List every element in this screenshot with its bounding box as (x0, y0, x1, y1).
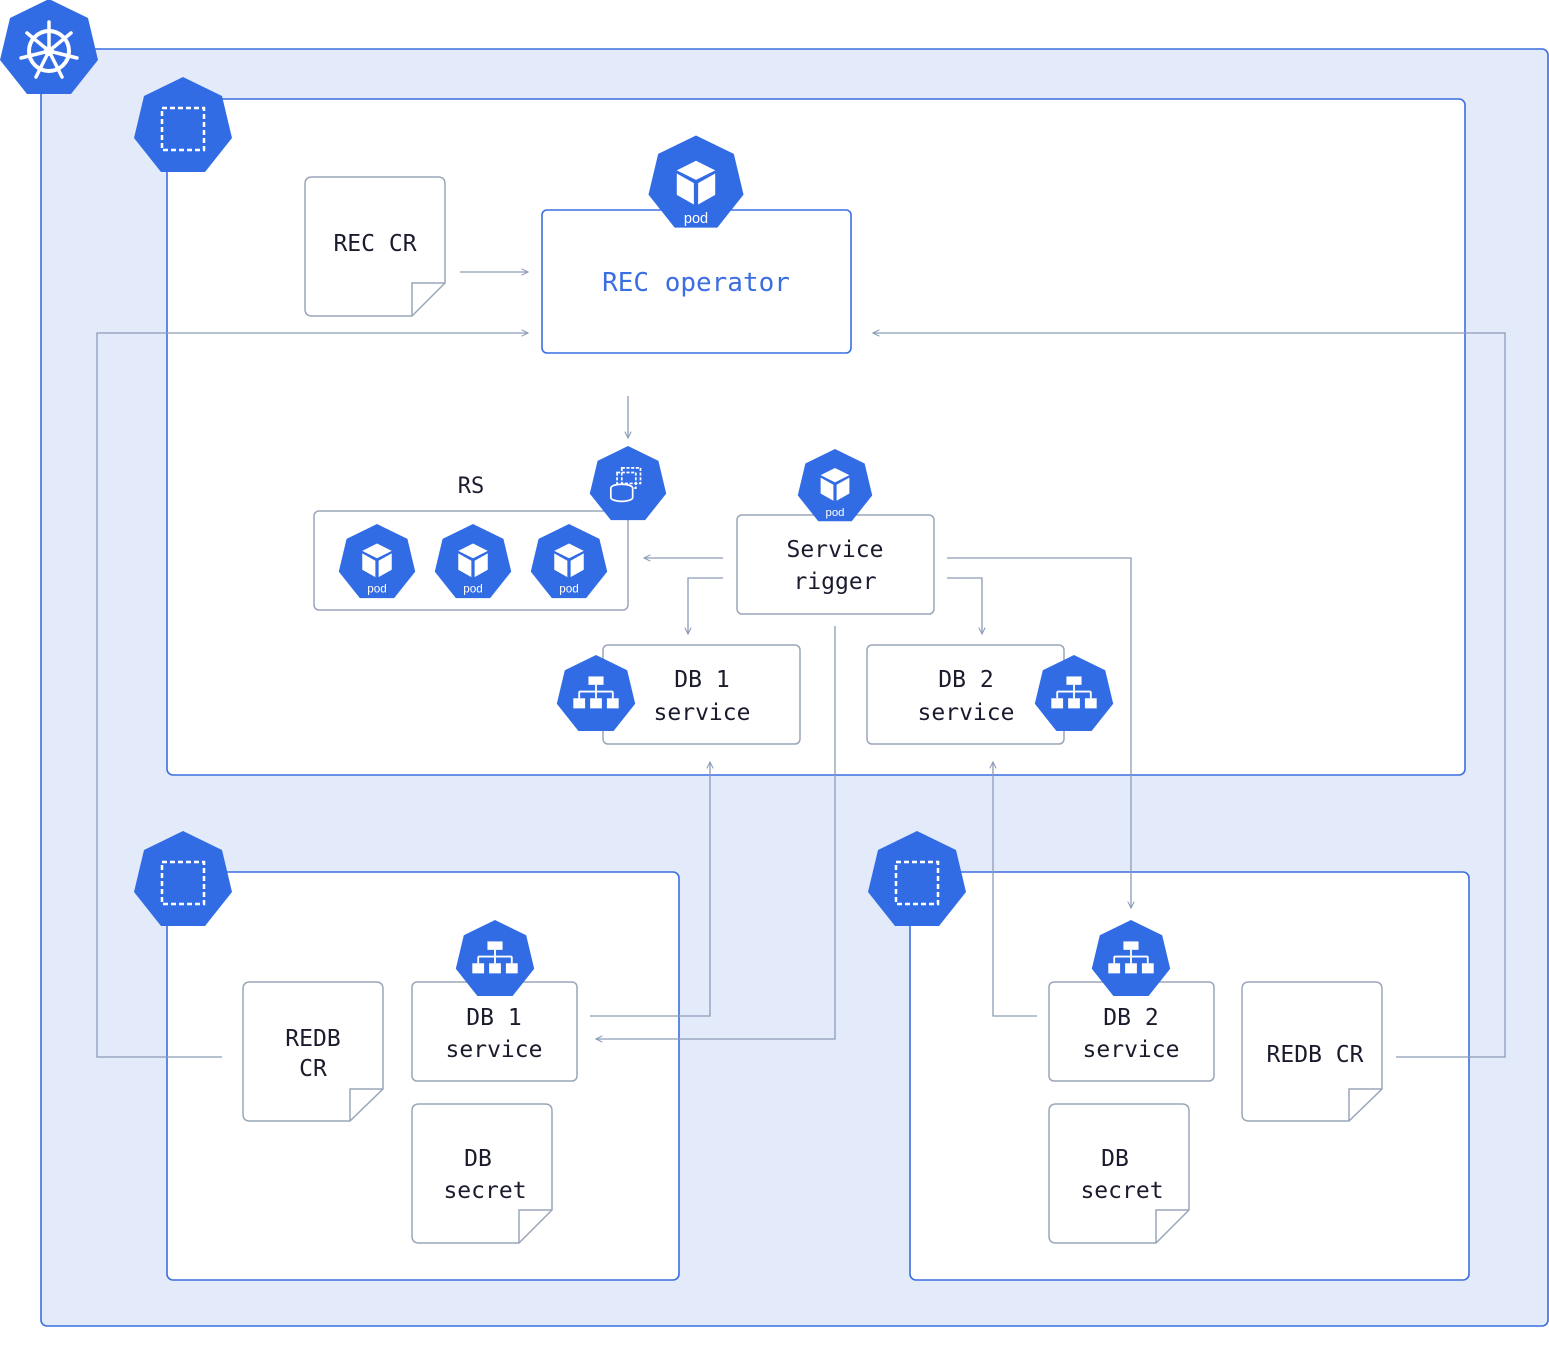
main-db1-service-box[interactable]: DB 1 service (602, 644, 801, 745)
svg-text:pod: pod (559, 583, 579, 596)
svg-text:pod: pod (825, 507, 844, 519)
right-db2-service-line2: service (1083, 1037, 1180, 1063)
arrow-rigger-to-left-db1 (596, 626, 836, 1039)
arrow-left-db1-to-main-db1 (590, 762, 710, 1017)
right-db2-service-line1: DB 2 (1103, 1005, 1158, 1031)
left-db1-service-line1: DB 1 (466, 1005, 521, 1031)
service-rigger-line2: rigger (793, 569, 876, 595)
right-db-secret-line1: DB (1101, 1146, 1129, 1172)
statefulset-icon (589, 446, 667, 521)
right-db-secret-document[interactable]: DB secret (1048, 1103, 1190, 1244)
main-db2-service-line2: service (918, 700, 1015, 726)
left-db-secret-line2: secret (443, 1178, 526, 1204)
connectors (96, 272, 1506, 1058)
svg-text:pod: pod (463, 583, 483, 596)
arrow-rigger-to-db1 (688, 577, 723, 634)
left-db-secret-line1: DB (464, 1146, 492, 1172)
main-db1-service-line2: service (654, 700, 751, 726)
main-db2-service-line1: DB 2 (938, 667, 993, 693)
left-db1-service-line2: service (446, 1037, 543, 1063)
service-rigger-box[interactable]: Service rigger (736, 514, 935, 615)
rec-cr-label: REC CR (333, 231, 416, 257)
right-db-secret-line2: secret (1080, 1178, 1163, 1204)
svg-text:pod: pod (684, 211, 708, 227)
left-redb-cr-line2: CR (299, 1056, 327, 1082)
right-redb-cr-label: REDB CR (1267, 1042, 1364, 1068)
service-rigger-line1: Service (787, 537, 884, 563)
rec-cr-document[interactable]: REC CR (304, 176, 446, 317)
arrow-right-db2-to-main-db2 (993, 762, 1037, 1017)
rec-operator-box[interactable]: REC operator (541, 209, 852, 354)
pod-icon: pod (797, 449, 873, 522)
pod-icon: pod (338, 524, 416, 599)
main-db2-service-box[interactable]: DB 2 service (866, 644, 1065, 745)
arrow-rigger-to-db2 (947, 577, 982, 634)
kubernetes-helm-icon (0, 0, 98, 94)
arrow-left-redb-to-operator (96, 333, 528, 1058)
left-db-secret-document[interactable]: DB secret (411, 1103, 553, 1244)
rec-operator-label: REC operator (602, 268, 790, 298)
pod-icon: pod (434, 524, 512, 599)
left-redb-cr-line1: REDB (285, 1026, 340, 1052)
pod-icon: pod (530, 524, 608, 599)
svg-text:pod: pod (367, 583, 387, 596)
right-db2-service-box[interactable]: DB 2 service (1048, 981, 1215, 1082)
arrow-rigger-to-right-db2 (947, 557, 1131, 908)
main-db1-service-line1: DB 1 (674, 667, 729, 693)
arrow-right-redb-to-operator (873, 333, 1506, 1058)
right-redb-cr-document[interactable]: REDB CR (1241, 981, 1383, 1122)
pod-icon: pod (648, 135, 744, 228)
left-redb-cr-document[interactable]: REDB CR (242, 981, 384, 1122)
rs-title: RS (458, 474, 485, 499)
left-db1-service-box[interactable]: DB 1 service (411, 981, 578, 1082)
